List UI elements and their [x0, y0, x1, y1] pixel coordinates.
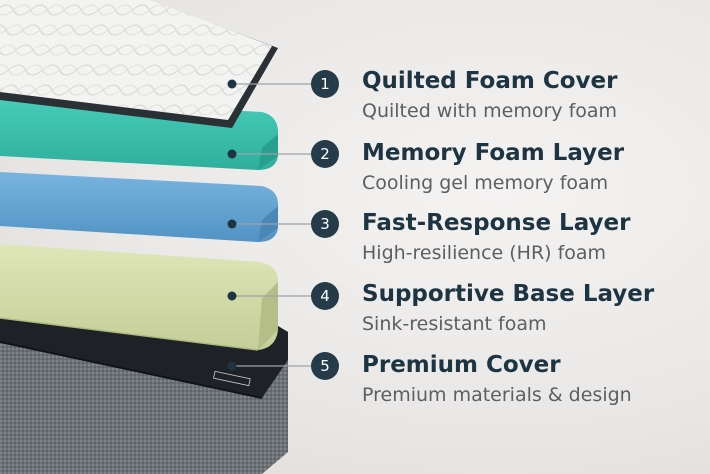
layer-5-title: Premium Cover — [362, 352, 561, 378]
layer-4-marker — [227, 291, 237, 301]
layer-1-number-badge: 1 — [311, 70, 339, 98]
brand-label-icon — [213, 370, 251, 387]
layer-1-subtitle: Quilted with memory foam — [362, 100, 618, 122]
layer-2-title: Memory Foam Layer — [362, 140, 625, 166]
layer-5-number-badge: 5 — [311, 352, 339, 380]
layer-3-number-badge: 3 — [311, 210, 339, 238]
leader-lines — [227, 79, 312, 371]
layer-1-marker — [227, 79, 237, 89]
supportive-base-layer — [0, 244, 278, 351]
layer-4-number-badge: 4 — [311, 282, 339, 310]
layer-2-subtitle: Cooling gel memory foam — [362, 172, 609, 194]
layer-4-subtitle: Sink-resistant foam — [362, 313, 547, 335]
quilted-cover-layer — [0, 0, 278, 128]
layer-5-subtitle: Premium materials & design — [362, 384, 632, 406]
fast-response-layer — [0, 172, 278, 242]
layer-1-title: Quilted Foam Cover — [362, 68, 618, 94]
layer-3-subtitle: High-resilience (HR) foam — [362, 242, 607, 264]
layer-2-number-badge: 2 — [311, 140, 339, 168]
layer-3-title: Fast-Response Layer — [362, 210, 631, 236]
layer-2-marker — [227, 149, 237, 159]
layer-3-marker — [227, 219, 237, 229]
layer-5-marker — [227, 361, 237, 371]
layer-4-title: Supportive Base Layer — [362, 281, 655, 307]
